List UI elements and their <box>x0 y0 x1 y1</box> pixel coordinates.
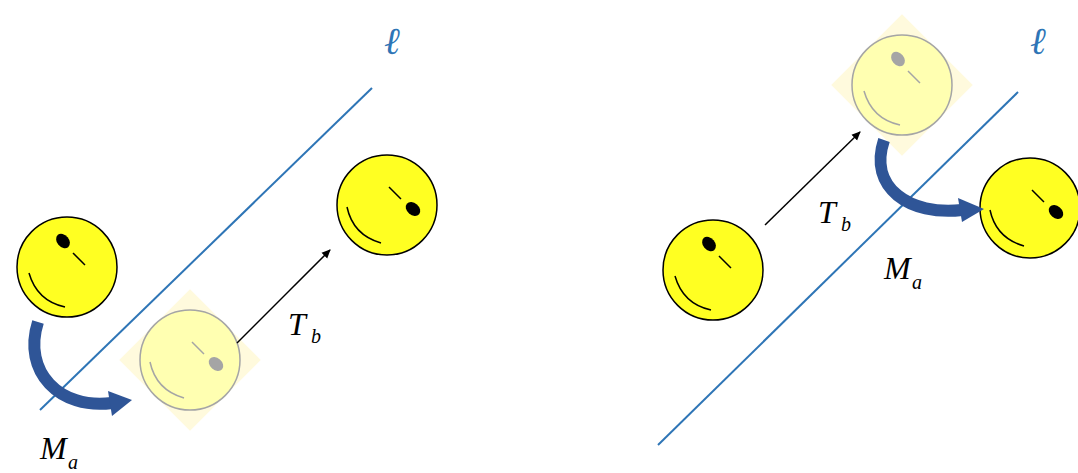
intermediate-face <box>831 14 972 155</box>
map-name: M <box>40 432 67 464</box>
translation-arrow <box>765 132 860 225</box>
map-subscript: b <box>841 214 851 234</box>
map-name: M <box>884 252 911 284</box>
map-subscript: a <box>912 272 922 292</box>
map-name: T <box>288 308 306 340</box>
reflection-arrow <box>881 140 962 211</box>
reflection-arrowhead <box>958 198 984 222</box>
reflection-arrow <box>34 322 112 404</box>
intermediate-face <box>119 289 260 430</box>
line-name: ℓ <box>1030 22 1046 60</box>
map-name: T <box>818 196 836 228</box>
reflection-arrowhead <box>108 391 132 416</box>
mirror-line <box>658 92 1018 445</box>
final-face <box>337 155 437 255</box>
map-subscript: b <box>311 326 321 346</box>
original-face <box>17 217 117 317</box>
final-face <box>980 158 1078 258</box>
line-name: ℓ <box>384 22 400 60</box>
original-face <box>663 220 763 320</box>
map-subscript: a <box>68 452 78 472</box>
